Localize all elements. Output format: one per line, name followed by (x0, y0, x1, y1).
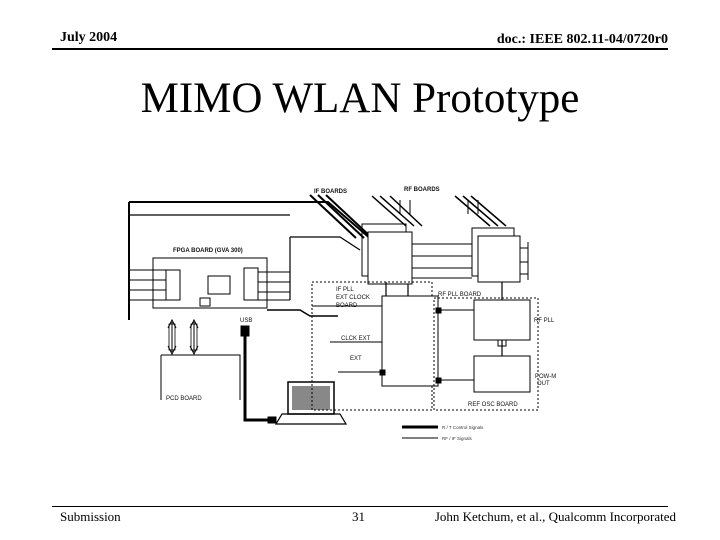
label-ext: EXT (350, 356, 362, 362)
if-bundle (309, 194, 373, 239)
laptop-base (274, 413, 348, 425)
bus-top-1 (129, 201, 373, 241)
label-rf-pll-board: RF PLL BOARD (438, 292, 482, 298)
slide-title: MIMO WLAN Prototype (140, 75, 580, 122)
bus-top-3 (290, 236, 361, 251)
label-out: OUT (537, 381, 550, 387)
footer-page-number: 31 (352, 509, 365, 524)
label-clck-ext: CLCK EXT (341, 336, 371, 342)
label-if-boards: IF BOARDS (314, 189, 347, 195)
fpga-chip (207, 275, 231, 295)
label-pow-m: POW-M (535, 374, 556, 380)
legend-control-label: R / T Control Signals (442, 425, 484, 430)
usb-cable (243, 336, 270, 422)
footer-submission: Submission (60, 509, 121, 524)
rf-bundle-2 (454, 195, 507, 227)
pow-m-module (473, 355, 531, 393)
fpga-to-pll-line (267, 309, 338, 317)
label-pcd-board: PCD BOARD (166, 396, 202, 402)
pcd-board (160, 354, 241, 400)
header-doc-id: doc.: IEEE 802.11-04/0720r0 (496, 32, 668, 47)
if-pll-module (381, 295, 439, 387)
rf-pll-module (473, 299, 531, 341)
header-rule (52, 48, 668, 50)
label-ext-clock: EXT CLOCK (336, 295, 370, 301)
label-usb: USB (240, 318, 252, 324)
fpga-connector-right (243, 267, 259, 301)
footer-rule (52, 506, 668, 507)
footer-authors: John Ketchum, et al., Qualcomm Incorpora… (434, 509, 676, 524)
label-fpga-board: FPGA BOARD (GVA 300) (173, 248, 243, 254)
label-board: BOARD (336, 303, 358, 309)
fpga-connector-left (165, 269, 181, 301)
if-board-2 (367, 231, 413, 285)
header-date: July 2004 (60, 30, 118, 45)
label-ref-osc-board: REF OSC BOARD (468, 402, 518, 408)
usb-connector (240, 325, 250, 337)
label-if-pll: IF PLL (336, 287, 354, 293)
rf-board-2 (477, 235, 521, 283)
label-rf-boards: RF BOARDS (404, 187, 440, 193)
rf-pll-board (433, 297, 539, 411)
label-rf-pll: RF PLL (534, 318, 555, 324)
legend-rf-label: RF / IF Signals (442, 436, 473, 441)
fpga-board (152, 257, 268, 309)
rf-bundle-1 (371, 195, 423, 227)
